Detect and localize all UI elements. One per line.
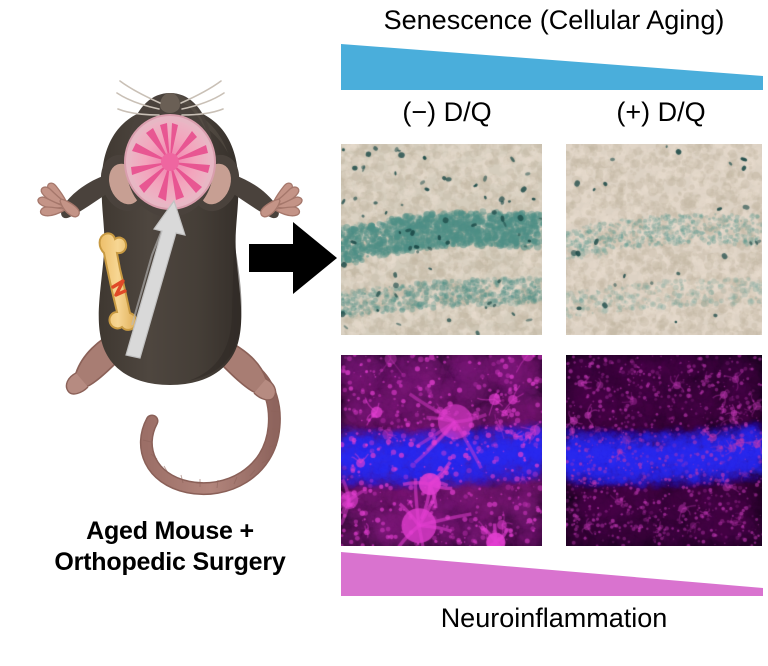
micrograph-grid — [341, 144, 765, 546]
whisker-icon — [116, 80, 225, 116]
mouse-forelimbs — [37, 175, 303, 219]
neuroinflammation-gradient-title: Neuroinflammation — [440, 603, 668, 633]
mouse-illustration-panel: Aged Mouse + Orthopedic Surgery — [0, 0, 340, 666]
micrograph-neuroinflammation-dq — [566, 355, 762, 546]
senescence-gradient-wedge — [341, 44, 763, 90]
aged-mouse-figure — [20, 55, 320, 510]
fractured-femur-icon — [98, 232, 138, 331]
senescence-gradient-title: Senescence (Cellular Aging) — [383, 5, 725, 35]
neuroinflammation-gradient-wedge — [341, 552, 763, 596]
micrograph-neuroinflammation-vehicle — [341, 355, 542, 546]
surgery-caption-line-2: Orthopedic Surgery — [54, 547, 286, 576]
treatment-column-headers: (−) D/Q (+) D/Q — [340, 97, 768, 138]
mouse-brain-region — [124, 114, 216, 210]
transition-arrow-icon — [247, 218, 339, 298]
brain-vasculature — [131, 123, 210, 201]
column-header-dq: (+) D/Q — [616, 97, 706, 127]
micrograph-senescence-vehicle — [341, 144, 542, 335]
results-panel: Senescence (Cellular Aging) (−) D/Q (+) … — [340, 0, 768, 666]
leg-to-brain-pointer-arrow — [125, 199, 186, 359]
column-header-vehicle: (−) D/Q — [402, 97, 492, 127]
surgery-caption: Aged Mouse + Orthopedic Surgery — [0, 516, 340, 577]
micrograph-senescence-dq — [566, 144, 762, 335]
surgery-caption-line-1: Aged Mouse + — [86, 517, 254, 545]
